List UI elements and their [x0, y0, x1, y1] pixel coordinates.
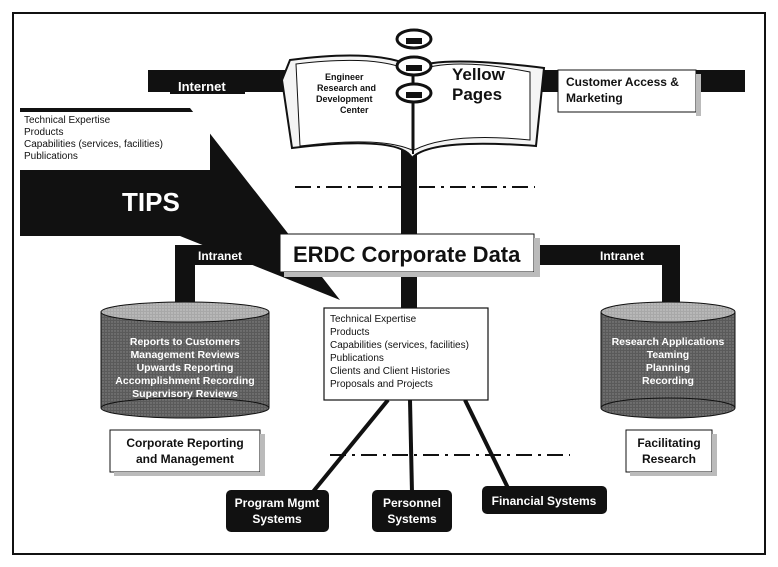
- book-text-line-3: Development: [316, 94, 373, 104]
- personnel-line-1: Personnel: [383, 496, 441, 510]
- intranet-right-bar: [535, 245, 680, 265]
- program-mgmt-line-1: Program Mgmt: [235, 496, 320, 510]
- yellow-pages-line-2: Pages: [452, 85, 502, 104]
- book-text-line-4: Center: [340, 105, 369, 115]
- tips-label: TIPS: [122, 187, 180, 217]
- left-caption-shadow: [260, 434, 265, 476]
- right-db-item-1: Research Applications: [612, 336, 725, 348]
- center-list-box: [323, 307, 489, 401]
- left-database: [100, 301, 270, 419]
- intranet-left-drop: [175, 255, 195, 313]
- right-db-item-3: Planning: [646, 362, 690, 374]
- left-db-item-3: Upwards Reporting: [137, 362, 234, 374]
- left-caption-shadow-bottom: [114, 472, 265, 476]
- tips-item-4: Publications: [24, 151, 78, 162]
- program-mgmt-box: [226, 490, 329, 532]
- left-db-item-4: Accomplishment Recording: [115, 375, 254, 387]
- personnel-box: [372, 490, 452, 532]
- tips-list-box: [20, 112, 210, 170]
- intranet-left-bar: [175, 245, 285, 265]
- book-text-line-2: Research and: [317, 83, 376, 93]
- internet-bar-right-end: [705, 70, 745, 92]
- customer-access-line-2: Marketing: [566, 91, 623, 105]
- trunk-top: [401, 148, 417, 234]
- link-financial: [463, 399, 510, 489]
- customer-access-shadow: [696, 74, 701, 116]
- left-caption-line-1: Corporate Reporting: [126, 436, 243, 450]
- internet-label: Internet: [178, 79, 226, 94]
- center-item-4: Publications: [330, 353, 384, 364]
- right-database: [600, 301, 736, 419]
- corporate-data-label: ERDC Corporate Data: [293, 242, 521, 267]
- program-mgmt-line-2: Systems: [252, 512, 302, 526]
- corporate-data-shadow: [534, 238, 540, 276]
- corporate-data-box: [279, 233, 535, 273]
- right-db-item-4: Recording: [642, 375, 694, 387]
- right-caption-box: [625, 429, 713, 473]
- intranet-right-label: Intranet: [600, 249, 644, 263]
- trunk-bottom: [401, 272, 417, 310]
- intranet-right-drop: [662, 255, 680, 313]
- book-text-line-1: Engineer: [325, 72, 364, 82]
- center-item-1: Technical Expertise: [330, 314, 417, 325]
- internet-label-box: [170, 78, 245, 94]
- left-caption-box: [109, 429, 261, 473]
- left-db-item-5: Supervisory Reviews: [132, 388, 238, 400]
- customer-access-line-1: Customer Access &: [566, 75, 679, 89]
- personnel-line-2: Systems: [387, 512, 437, 526]
- tips-item-1: Technical Expertise: [24, 115, 111, 126]
- financial-label: Financial Systems: [492, 494, 597, 508]
- right-caption-shadow: [712, 434, 717, 476]
- tips-item-3: Capabilities (services, facilities): [24, 139, 163, 150]
- intranet-left-label: Intranet: [198, 249, 242, 263]
- right-caption-line-1: Facilitating: [637, 436, 700, 450]
- left-db-item-1: Reports to Customers: [130, 336, 240, 348]
- center-item-2: Products: [330, 327, 369, 338]
- link-program-mgmt: [310, 398, 390, 495]
- center-item-3: Capabilities (services, facilities): [330, 340, 469, 351]
- link-personnel: [408, 399, 414, 494]
- center-item-6: Proposals and Projects: [330, 379, 433, 390]
- tips-item-2: Products: [24, 127, 63, 138]
- corporate-data-shadow-bottom: [284, 272, 540, 277]
- left-db-item-2: Management Reviews: [130, 349, 239, 361]
- yellow-pages-book: [280, 28, 546, 160]
- right-db-item-2: Teaming: [647, 349, 689, 361]
- right-caption-line-2: Research: [642, 452, 696, 466]
- center-item-5: Clients and Client Histories: [330, 366, 450, 377]
- left-caption-line-2: and Management: [136, 452, 234, 466]
- right-caption-shadow-bottom: [630, 472, 717, 476]
- financial-box: [482, 486, 607, 514]
- yellow-pages-line-1: Yellow: [452, 65, 506, 84]
